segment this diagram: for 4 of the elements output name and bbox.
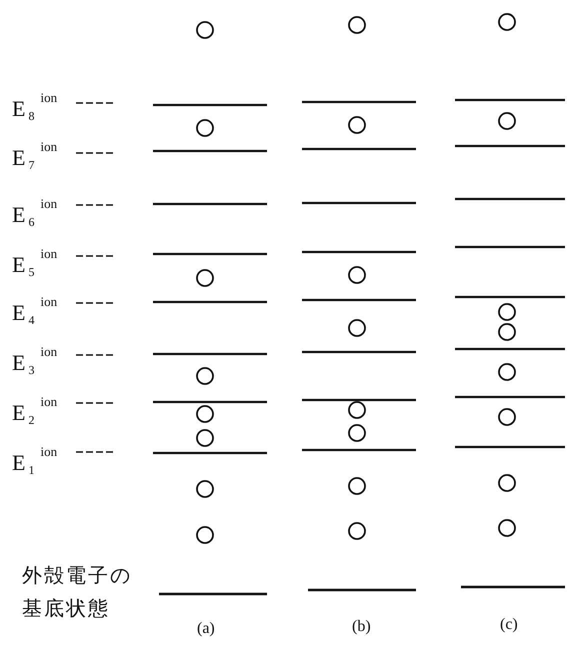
column-label: (b) <box>352 618 371 636</box>
column-label: (a) <box>197 620 215 638</box>
column-label: (c) <box>500 616 518 634</box>
ground-state-label: 外殻電子の基底状態 <box>22 562 133 622</box>
